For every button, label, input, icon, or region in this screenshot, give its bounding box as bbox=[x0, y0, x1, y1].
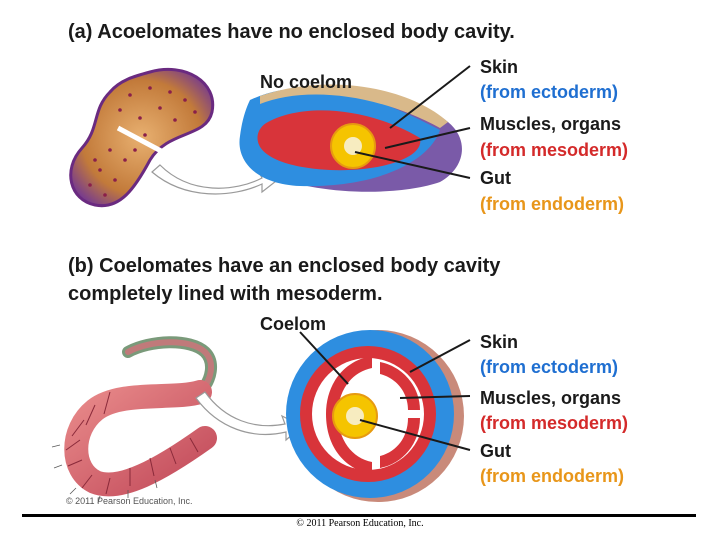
leader-lines-b bbox=[299, 331, 471, 451]
panel-a-title: (a) Acoelomates have no enclosed body ca… bbox=[68, 21, 515, 43]
footer-divider bbox=[22, 514, 696, 517]
ectoderm-label-a: (from ectoderm) bbox=[480, 82, 619, 102]
leader-lines-a bbox=[354, 65, 471, 179]
skin-label-b: Skin bbox=[480, 332, 519, 352]
mesoderm-label-a: (from mesoderm) bbox=[480, 140, 629, 160]
coelomate-cross-section bbox=[286, 330, 464, 502]
copyright-small: © 2011 Pearson Education, Inc. bbox=[66, 496, 193, 506]
panel-b-title-line2: completely lined with mesoderm. bbox=[68, 283, 383, 305]
arrow-icon bbox=[195, 391, 304, 442]
endoderm-label-b: (from endoderm) bbox=[480, 466, 624, 486]
muscles-label-a: Muscles, organs bbox=[480, 114, 622, 134]
acoelomate-cross-section bbox=[239, 84, 462, 192]
flatworm-illustration bbox=[69, 67, 215, 208]
earthworm-illustration bbox=[51, 336, 217, 504]
coelom-label: Coelom bbox=[260, 314, 327, 334]
ectoderm-label-b: (from ectoderm) bbox=[480, 357, 619, 377]
footer-copyright: © 2011 Pearson Education, Inc. bbox=[296, 518, 424, 529]
no-coelom-label: No coelom bbox=[260, 72, 353, 92]
muscles-label-b: Muscles, organs bbox=[480, 388, 622, 408]
skin-label-a: Skin bbox=[480, 57, 519, 77]
gut-label-a: Gut bbox=[480, 168, 511, 188]
panel-b-title-line1: (b) Coelomates have an enclosed body cav… bbox=[68, 255, 501, 277]
arrow-icon bbox=[151, 164, 282, 195]
gut-label-b: Gut bbox=[480, 441, 511, 461]
mesoderm-label-b: (from mesoderm) bbox=[480, 413, 629, 433]
endoderm-label-a: (from endoderm) bbox=[480, 194, 624, 214]
